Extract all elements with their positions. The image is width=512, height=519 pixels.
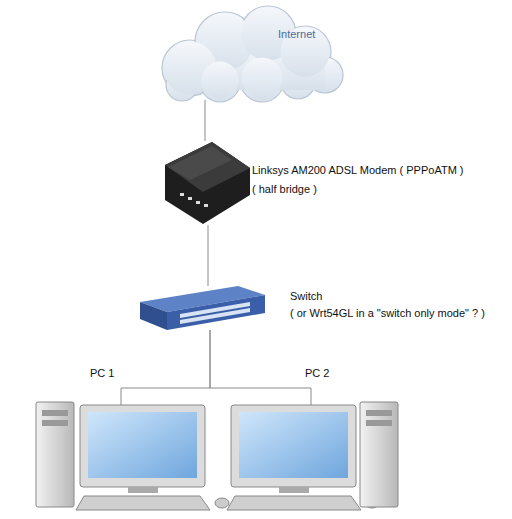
modem-icon <box>165 142 250 224</box>
network-cable <box>208 225 209 286</box>
node-label: Internet <box>278 28 315 41</box>
pc-monitor <box>80 405 205 487</box>
pc-drive <box>366 410 392 416</box>
modem-top <box>165 142 250 192</box>
cloud-core <box>242 58 283 99</box>
pc-monitor <box>231 405 356 487</box>
cloud-puff <box>240 58 284 102</box>
pc-keyboard <box>76 496 210 510</box>
cloud-node: Internet <box>160 8 340 100</box>
pc-stand <box>279 487 309 493</box>
pc-node: PC 1 <box>36 405 206 510</box>
modem-node: Linksys AM200 ADSL Modem ( PPPoATM )( ha… <box>165 141 250 225</box>
pc-tower <box>36 402 74 507</box>
pc-icon <box>227 402 398 510</box>
switch-port-row <box>180 308 250 324</box>
cloud-puffs <box>162 6 343 102</box>
cloud-core <box>202 62 239 99</box>
pc-drive <box>366 420 392 426</box>
node-label: PC 1 <box>90 367 114 380</box>
node-label: Linksys AM200 ADSL Modem ( PPPoATM ) <box>252 164 464 177</box>
switch-front <box>167 295 265 330</box>
cloud-puff <box>200 62 240 102</box>
switch-node: Switch( or Wrt54GL in a "switch only mod… <box>140 286 265 330</box>
switch-side <box>140 302 167 330</box>
pc-tower <box>360 402 398 507</box>
pc-icon <box>36 402 229 510</box>
pc-drive <box>42 410 68 416</box>
node-label: ( half bridge ) <box>252 183 317 196</box>
network-cable <box>121 330 210 405</box>
pc-node: PC 2 <box>231 405 399 510</box>
node-label: Switch <box>290 290 322 303</box>
pc-keyboard <box>227 496 361 510</box>
pc-stand <box>128 487 158 493</box>
modem-led <box>196 201 200 204</box>
modem-leds <box>180 193 208 207</box>
switch-ports <box>180 302 250 324</box>
switch-icon <box>140 286 265 330</box>
pc-screen <box>239 412 348 478</box>
cloud-icon <box>162 6 343 102</box>
pc-mouse <box>215 498 229 508</box>
modem-led <box>180 193 184 196</box>
node-label: PC 2 <box>305 367 329 380</box>
network-cable <box>210 330 311 405</box>
pc-screen <box>88 412 197 478</box>
modem-body <box>165 142 250 224</box>
cloud-fill <box>164 8 330 99</box>
modem-led <box>188 197 192 200</box>
modem-led <box>204 204 208 207</box>
modem-highlight <box>168 146 232 180</box>
pc-drive <box>42 420 68 426</box>
node-label: ( or Wrt54GL in a "switch only mode" ? ) <box>290 307 485 320</box>
network-cable <box>205 100 206 141</box>
